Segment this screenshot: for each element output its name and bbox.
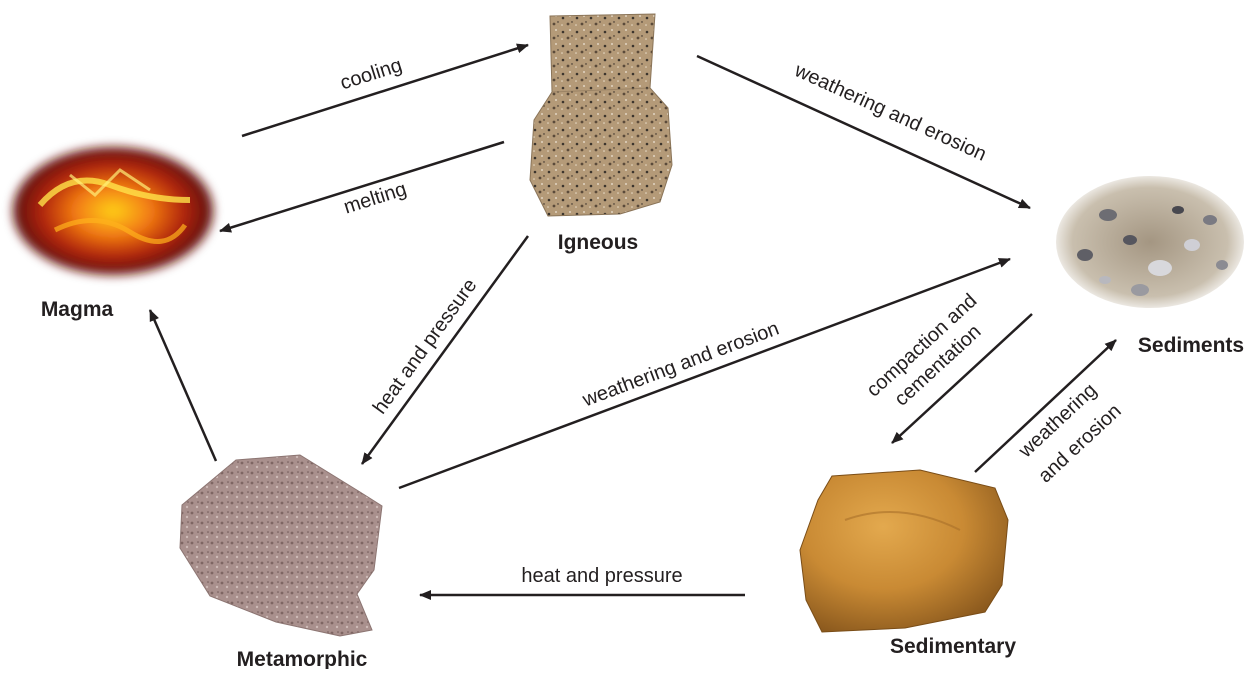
- label-metamorphic-weathering: weathering and erosion: [579, 318, 782, 412]
- igneous-label: Igneous: [558, 231, 639, 254]
- sediments-label: Sediments: [1138, 334, 1244, 357]
- magma-label: Magma: [41, 298, 114, 321]
- sedimentary-label: Sedimentary: [890, 635, 1016, 658]
- arrow-igneous-to-sediments: [697, 56, 1030, 208]
- igneous-image: [530, 14, 672, 216]
- sedimentary-image: [800, 470, 1008, 632]
- label-sedimentary-heat-pressure: heat and pressure: [521, 565, 682, 587]
- metamorphic-image: [180, 455, 382, 636]
- sediments-image: [1056, 176, 1244, 308]
- arrow-metamorphic-to-magma: [150, 310, 216, 461]
- label-igneous-heat-pressure: heat and pressure: [369, 275, 482, 418]
- label-melting: melting: [341, 178, 409, 218]
- arrow-melting: [220, 142, 504, 231]
- arrow-sedimentary-to-sediments: [975, 340, 1116, 472]
- metamorphic-label: Metamorphic: [237, 648, 368, 669]
- magma-image: [13, 147, 213, 275]
- arrow-igneous-to-metamorphic: [362, 236, 528, 464]
